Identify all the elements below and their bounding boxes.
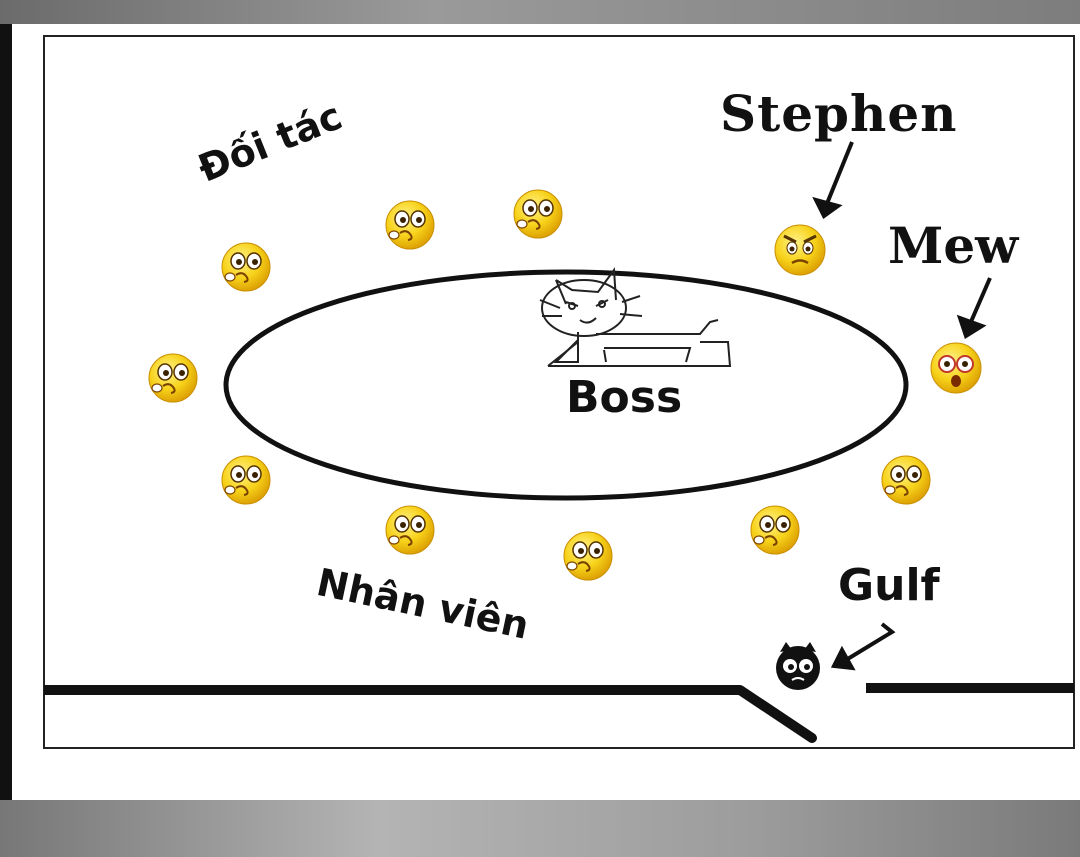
label-gulf: Gulf xyxy=(838,560,940,611)
label-stephen: Stephen xyxy=(720,84,958,143)
door-wall xyxy=(43,683,1074,748)
label-mew: Mew xyxy=(888,216,1019,275)
partner-face-icon xyxy=(385,200,435,250)
staff-face-icon xyxy=(881,455,931,505)
bottom-frame-band xyxy=(0,800,1080,857)
staff-face-icon xyxy=(385,505,435,555)
shocked-yellow-face-icon xyxy=(930,342,982,394)
staff-face-icon xyxy=(221,455,271,505)
cat-doodle-icon xyxy=(539,267,732,367)
black-cat-face-icon xyxy=(776,642,820,690)
partner-face-icon xyxy=(221,242,271,292)
angry-yellow-face-icon xyxy=(774,224,826,276)
partner-face-icon xyxy=(148,353,198,403)
left-frame-bar xyxy=(0,24,12,800)
room-outline xyxy=(43,35,1075,749)
arrow-icon xyxy=(812,141,854,219)
arrow-icon xyxy=(956,277,992,340)
arrow-icon xyxy=(830,622,896,671)
meeting-table xyxy=(223,269,909,501)
top-frame-band xyxy=(0,0,1080,24)
partner-face-icon xyxy=(513,189,563,239)
staff-face-icon xyxy=(750,505,800,555)
staff-face-icon xyxy=(563,531,613,581)
label-boss: Boss xyxy=(566,372,683,423)
